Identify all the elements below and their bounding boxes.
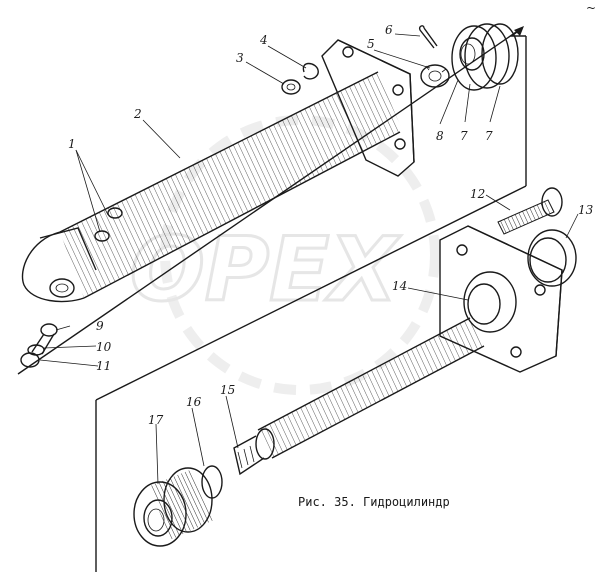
corner-mark: ~: [586, 1, 596, 15]
washer-3: [281, 79, 301, 95]
label-2: 2: [133, 107, 142, 121]
label-16: 16: [186, 395, 202, 409]
bolt-12: [497, 187, 563, 235]
label-13: 13: [578, 203, 594, 217]
piston-8: [451, 23, 519, 91]
label-6: 6: [385, 23, 393, 37]
label-4: 4: [259, 33, 268, 47]
ring-4: [302, 62, 319, 80]
piston-17: [133, 467, 214, 547]
cotter-pin-6: [418, 25, 438, 49]
label-7a: 7: [460, 129, 468, 143]
figure-caption: Рис. 35. Гидроцилиндр: [298, 495, 450, 509]
label-12: 12: [470, 187, 485, 201]
label-17: 17: [148, 413, 164, 427]
label-1: 1: [68, 137, 76, 151]
assembly-frame: [17, 26, 527, 572]
label-8: 8: [436, 129, 444, 143]
label-15: 15: [220, 383, 235, 397]
label-9: 9: [96, 319, 104, 333]
label-14: 14: [392, 279, 407, 293]
label-11: 11: [96, 359, 111, 373]
label-5: 5: [367, 37, 375, 51]
part-labels: 1 2 3 4 5 6 7 7 8 9 10 11 12 13 14 15 16…: [68, 23, 594, 427]
castle-nut-5: [420, 64, 450, 88]
cylinder-body: [21, 39, 415, 303]
piston-rod-15: [233, 317, 485, 476]
grease-fitting: [20, 323, 58, 368]
label-7b: 7: [485, 129, 493, 143]
leader-lines: [39, 33, 579, 485]
seal-ring-13: [527, 229, 577, 287]
label-10: 10: [96, 340, 112, 354]
label-3: 3: [236, 51, 244, 65]
